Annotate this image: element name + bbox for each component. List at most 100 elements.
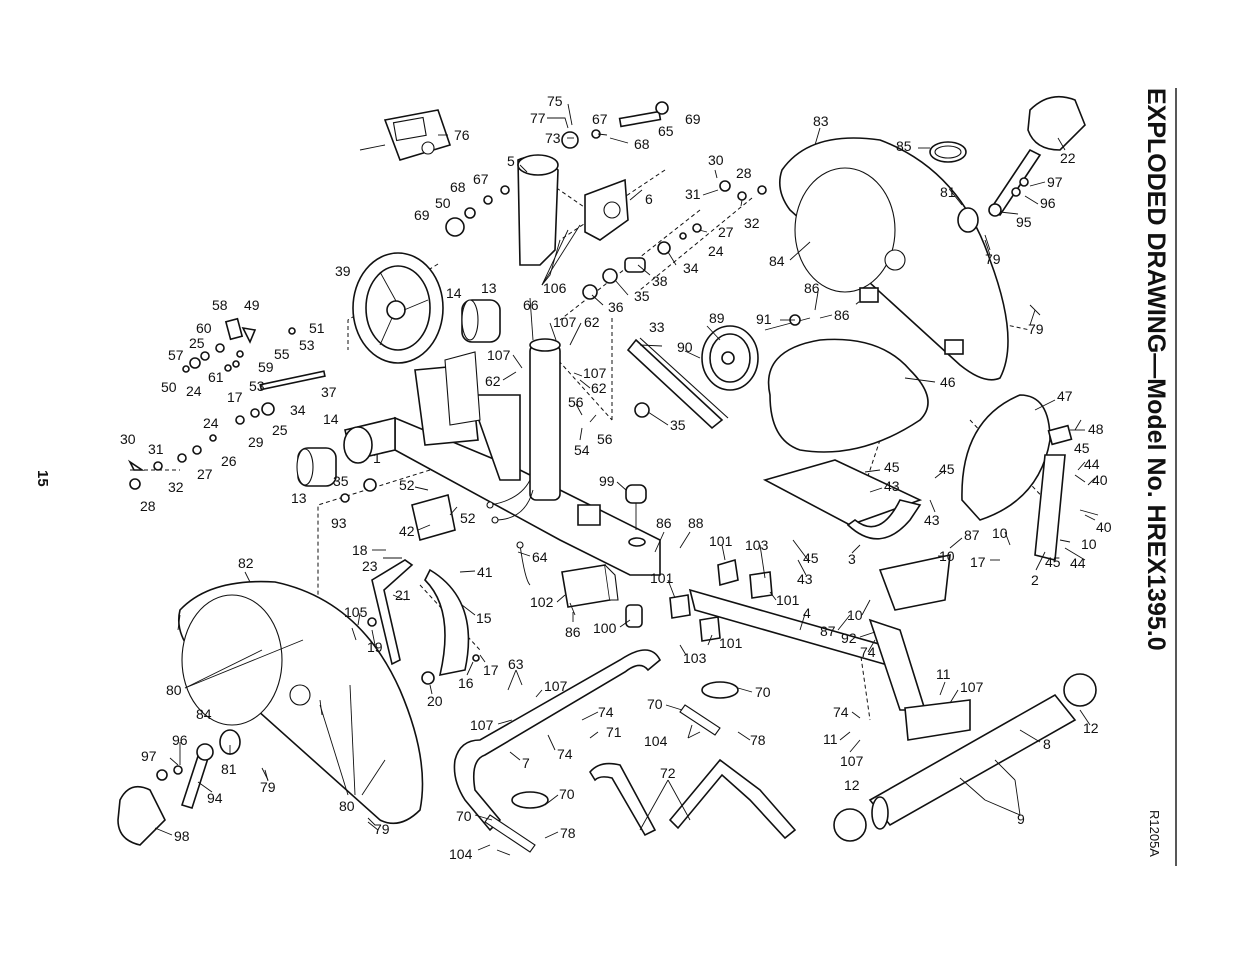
- right-shroud: [779, 137, 1009, 381]
- callout-52: 52: [399, 477, 415, 493]
- callout-86b: 86: [565, 624, 581, 640]
- callout-7: 7: [522, 755, 530, 771]
- callout-79c: 79: [985, 251, 1001, 267]
- callout-35: 35: [634, 288, 650, 304]
- callout-4: 4: [803, 605, 811, 621]
- callout-50: 50: [435, 195, 451, 211]
- callout-9: 9: [1017, 811, 1025, 827]
- callout-75: 75: [547, 93, 563, 109]
- callout-101c: 101: [650, 570, 674, 586]
- callout-65: 65: [658, 123, 674, 139]
- callout-34: 34: [683, 260, 699, 276]
- upper-post: [517, 154, 629, 266]
- callout-27: 27: [718, 224, 734, 240]
- callout-107b: 107: [487, 347, 511, 363]
- tension-knob: [625, 484, 647, 547]
- callout-24c: 24: [203, 415, 219, 431]
- callout-55: 55: [274, 346, 290, 362]
- bracket-102: [561, 564, 619, 608]
- callout-3: 3: [848, 551, 856, 567]
- callout-37: 37: [321, 384, 337, 400]
- callout-54: 54: [574, 442, 590, 458]
- callout-106: 106: [543, 280, 567, 296]
- callout-25b: 25: [272, 422, 288, 438]
- callout-97: 97: [141, 748, 157, 764]
- callout-86: 86: [656, 515, 672, 531]
- callout-84b: 84: [769, 253, 785, 269]
- callout-99: 99: [599, 473, 615, 489]
- callout-58: 58: [212, 297, 228, 313]
- callout-94: 94: [207, 790, 223, 806]
- callout-45c: 45: [1074, 440, 1090, 456]
- callout-32: 32: [744, 215, 760, 231]
- callout-95: 95: [1016, 214, 1032, 230]
- callout-1: 1: [373, 450, 381, 466]
- callout-20: 20: [427, 693, 443, 709]
- callout-56: 56: [568, 394, 584, 410]
- callout-67: 67: [592, 111, 608, 127]
- callout-66: 66: [523, 297, 539, 313]
- drawing-code: R1205A: [1147, 810, 1162, 857]
- callout-31: 31: [685, 186, 701, 202]
- callout-87b: 87: [820, 623, 836, 639]
- callout-79d: 79: [1028, 321, 1044, 337]
- wiring: [486, 479, 534, 586]
- callout-70d: 70: [456, 808, 472, 824]
- callout-10: 10: [939, 548, 955, 564]
- callout-48: 48: [1088, 421, 1104, 437]
- callout-11b: 11: [823, 731, 838, 747]
- callout-69: 69: [685, 111, 701, 127]
- callout-67b: 67: [473, 171, 489, 187]
- callout-84: 84: [196, 706, 212, 722]
- callout-92: 92: [841, 630, 857, 646]
- callout-45: 45: [884, 459, 900, 475]
- handlebar: [453, 649, 797, 853]
- callout-29: 29: [248, 434, 264, 450]
- pulley: [701, 325, 759, 391]
- callout-104b: 104: [449, 846, 473, 862]
- callout-56b: 56: [597, 431, 613, 447]
- callout-19: 19: [367, 639, 383, 655]
- callout-35b: 35: [333, 473, 349, 489]
- callout-36: 36: [608, 299, 624, 315]
- callout-31b: 31: [148, 441, 164, 457]
- brake-assembly: [367, 493, 480, 685]
- callout-74b: 74: [557, 746, 573, 762]
- rear-frame: [688, 553, 971, 741]
- callout-79b: 79: [374, 821, 390, 837]
- callout-68: 68: [634, 136, 650, 152]
- callout-96: 96: [172, 732, 188, 748]
- callout-43: 43: [884, 478, 900, 494]
- callout-86c: 86: [804, 280, 820, 296]
- callout-45e: 45: [1045, 554, 1061, 570]
- callout-32b: 32: [168, 479, 184, 495]
- drive-belt: [626, 337, 729, 430]
- front-stabilizer: [833, 673, 1097, 842]
- callout-10c: 10: [1081, 536, 1097, 552]
- page-number: 15: [34, 470, 51, 487]
- callout-78: 78: [750, 732, 766, 748]
- callout-81: 81: [221, 761, 237, 777]
- seat-rail: [762, 459, 923, 540]
- seat-back: [961, 394, 1073, 562]
- callout-107g: 107: [840, 753, 864, 769]
- callout-88: 88: [688, 515, 704, 531]
- callout-21: 21: [395, 587, 411, 603]
- callout-49: 49: [244, 297, 260, 313]
- callout-83: 83: [813, 113, 829, 129]
- callout-24b: 24: [186, 383, 202, 399]
- callout-42: 42: [399, 523, 415, 539]
- callout-13: 13: [481, 280, 497, 296]
- callout-81b: 81: [940, 184, 956, 200]
- magnet-upper: [461, 299, 501, 343]
- callout-57: 57: [168, 347, 184, 363]
- callout-53b: 53: [249, 378, 265, 394]
- callout-79: 79: [260, 779, 276, 795]
- callout-16: 16: [458, 675, 474, 691]
- foot-pad: [625, 604, 643, 628]
- callout-98: 98: [174, 828, 190, 844]
- callout-30: 30: [708, 152, 724, 168]
- callout-11: 11: [936, 666, 951, 682]
- axle-parts-upper: [445, 101, 767, 418]
